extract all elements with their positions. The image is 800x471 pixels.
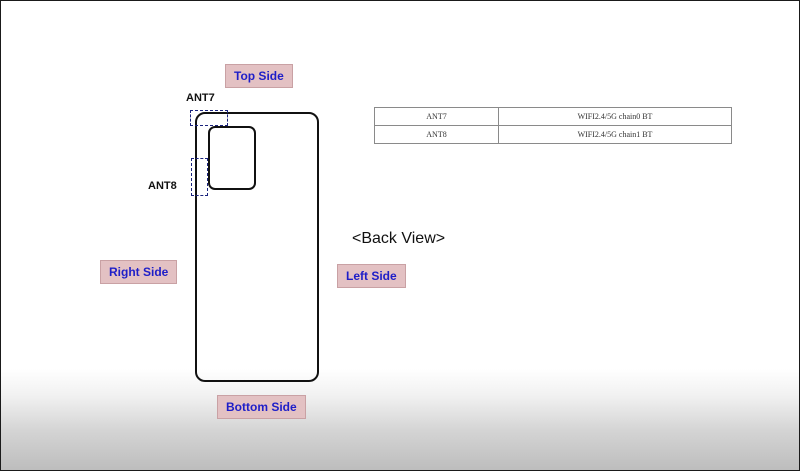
ant8-region: [191, 158, 208, 196]
antenna-function-cell: WIFI2.4/5G chain0 BT: [498, 107, 732, 126]
table-row: ANT8 WIFI2.4/5G chain1 BT: [374, 125, 732, 144]
ant8-label: ANT8: [148, 180, 177, 192]
ant7-label: ANT7: [186, 92, 215, 104]
right-side-label: Right Side: [100, 260, 178, 284]
ant7-region: [190, 110, 228, 126]
antenna-table: ANT7 WIFI2.4/5G chain0 BT ANT8 WIFI2.4/5…: [374, 107, 732, 144]
phone-back-outline: [195, 112, 319, 382]
view-title: <Back View>: [352, 230, 446, 247]
antenna-function-cell: WIFI2.4/5G chain1 BT: [498, 125, 732, 144]
table-row: ANT7 WIFI2.4/5G chain0 BT: [374, 107, 732, 126]
antenna-name-cell: ANT8: [374, 125, 499, 144]
bottom-side-label: Bottom Side: [217, 395, 306, 419]
top-side-label: Top Side: [225, 64, 293, 88]
antenna-name-cell: ANT7: [374, 107, 499, 126]
left-side-label: Left Side: [337, 264, 406, 288]
camera-module-outline: [208, 126, 256, 190]
